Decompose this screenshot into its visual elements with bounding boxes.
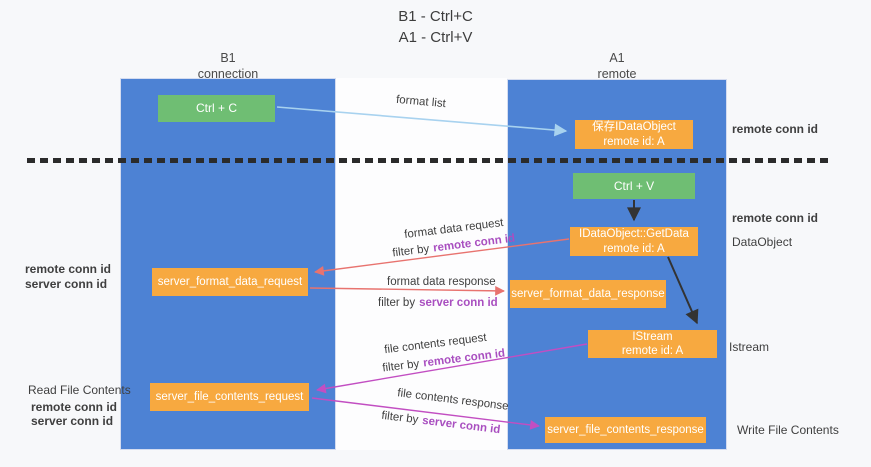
istream-line1: IStream: [632, 330, 673, 343]
ctrl-v-node: Ctrl + V: [573, 173, 695, 199]
server-file-contents-response-node: server_file_contents_response: [545, 417, 706, 443]
format-data-request-arrow: [314, 238, 570, 276]
right-remote-conn-id-mid-label: remote conn id: [732, 211, 819, 225]
left-remote-conn-id-bottom-label: remote conn id: [31, 400, 118, 414]
diagram-title: B1 - Ctrl+C A1 - Ctrl+V: [0, 6, 871, 48]
server-format-data-response-node: server_format_data_response: [510, 280, 666, 308]
column-gap-background: [336, 78, 507, 450]
left-server-conn-id-top-label: server conn id: [25, 277, 108, 291]
column-a1-name: A1: [609, 51, 625, 65]
left-server-conn-id-bottom-label: server conn id: [31, 414, 114, 428]
saved-idataobject-node: 保存IDataObject remote id: A: [575, 120, 693, 149]
title-line-1: B1 - Ctrl+C: [398, 8, 473, 25]
server-file-contents-request-node: server_file_contents_request: [150, 383, 309, 411]
column-header-b1: B1 connection: [158, 50, 298, 83]
ctrl-c-node: Ctrl + C: [158, 95, 275, 122]
session-divider-dashed-line: [27, 158, 832, 163]
server-file-contents-request-label: server_file_contents_request: [155, 390, 304, 403]
ctrl-v-label: Ctrl + V: [613, 178, 655, 193]
getdata-to-istream-arrow: [667, 256, 699, 325]
file-contents-request-arrow: [316, 343, 588, 394]
filter-by-text: filter by: [378, 297, 416, 309]
ctrl-c-label: Ctrl + C: [195, 101, 237, 115]
istream-side-label: Istream: [729, 340, 770, 354]
getdata-line2: remote id: A: [603, 242, 665, 255]
format-data-response-label: format data response: [387, 276, 496, 288]
column-b1-name: B1: [220, 51, 236, 65]
read-file-contents-label: Read File Contents: [28, 383, 131, 397]
server-format-data-request-label: server_format_data_request: [157, 275, 303, 288]
column-b1-role: connection: [197, 67, 259, 82]
idataobject-getdata-node: IDataObject::GetData remote id: A: [570, 227, 698, 256]
left-remote-conn-id-top-label: remote conn id: [25, 262, 112, 276]
column-a1-role: remote: [597, 67, 637, 82]
istream-line2: remote id: A: [621, 345, 684, 357]
server-format-data-response-label: server_format_data_response: [511, 287, 665, 300]
istream-node: IStream remote id: A: [588, 330, 717, 358]
right-remote-conn-id-top-label: remote conn id: [732, 122, 819, 136]
file-contents-response-arrow: [311, 397, 540, 430]
server-file-contents-response-label: server_file_contents_response: [547, 423, 704, 436]
getdata-line1: IDataObject::GetData: [579, 228, 689, 241]
format-data-response-arrow: [309, 285, 505, 296]
dataobject-label: DataObject: [732, 235, 793, 249]
write-file-contents-label: Write File Contents: [737, 423, 839, 437]
saved-idataobject-line1: 保存IDataObject: [592, 121, 676, 134]
server-format-data-request-node: server_format_data_request: [152, 268, 308, 296]
server-conn-id-key: server conn id: [419, 297, 498, 309]
format-list-arrow: [276, 106, 568, 137]
saved-idataobject-line2: remote id: A: [603, 135, 665, 148]
title-line-2: A1 - Ctrl+V: [398, 29, 473, 46]
column-header-a1: A1 remote: [547, 50, 687, 83]
